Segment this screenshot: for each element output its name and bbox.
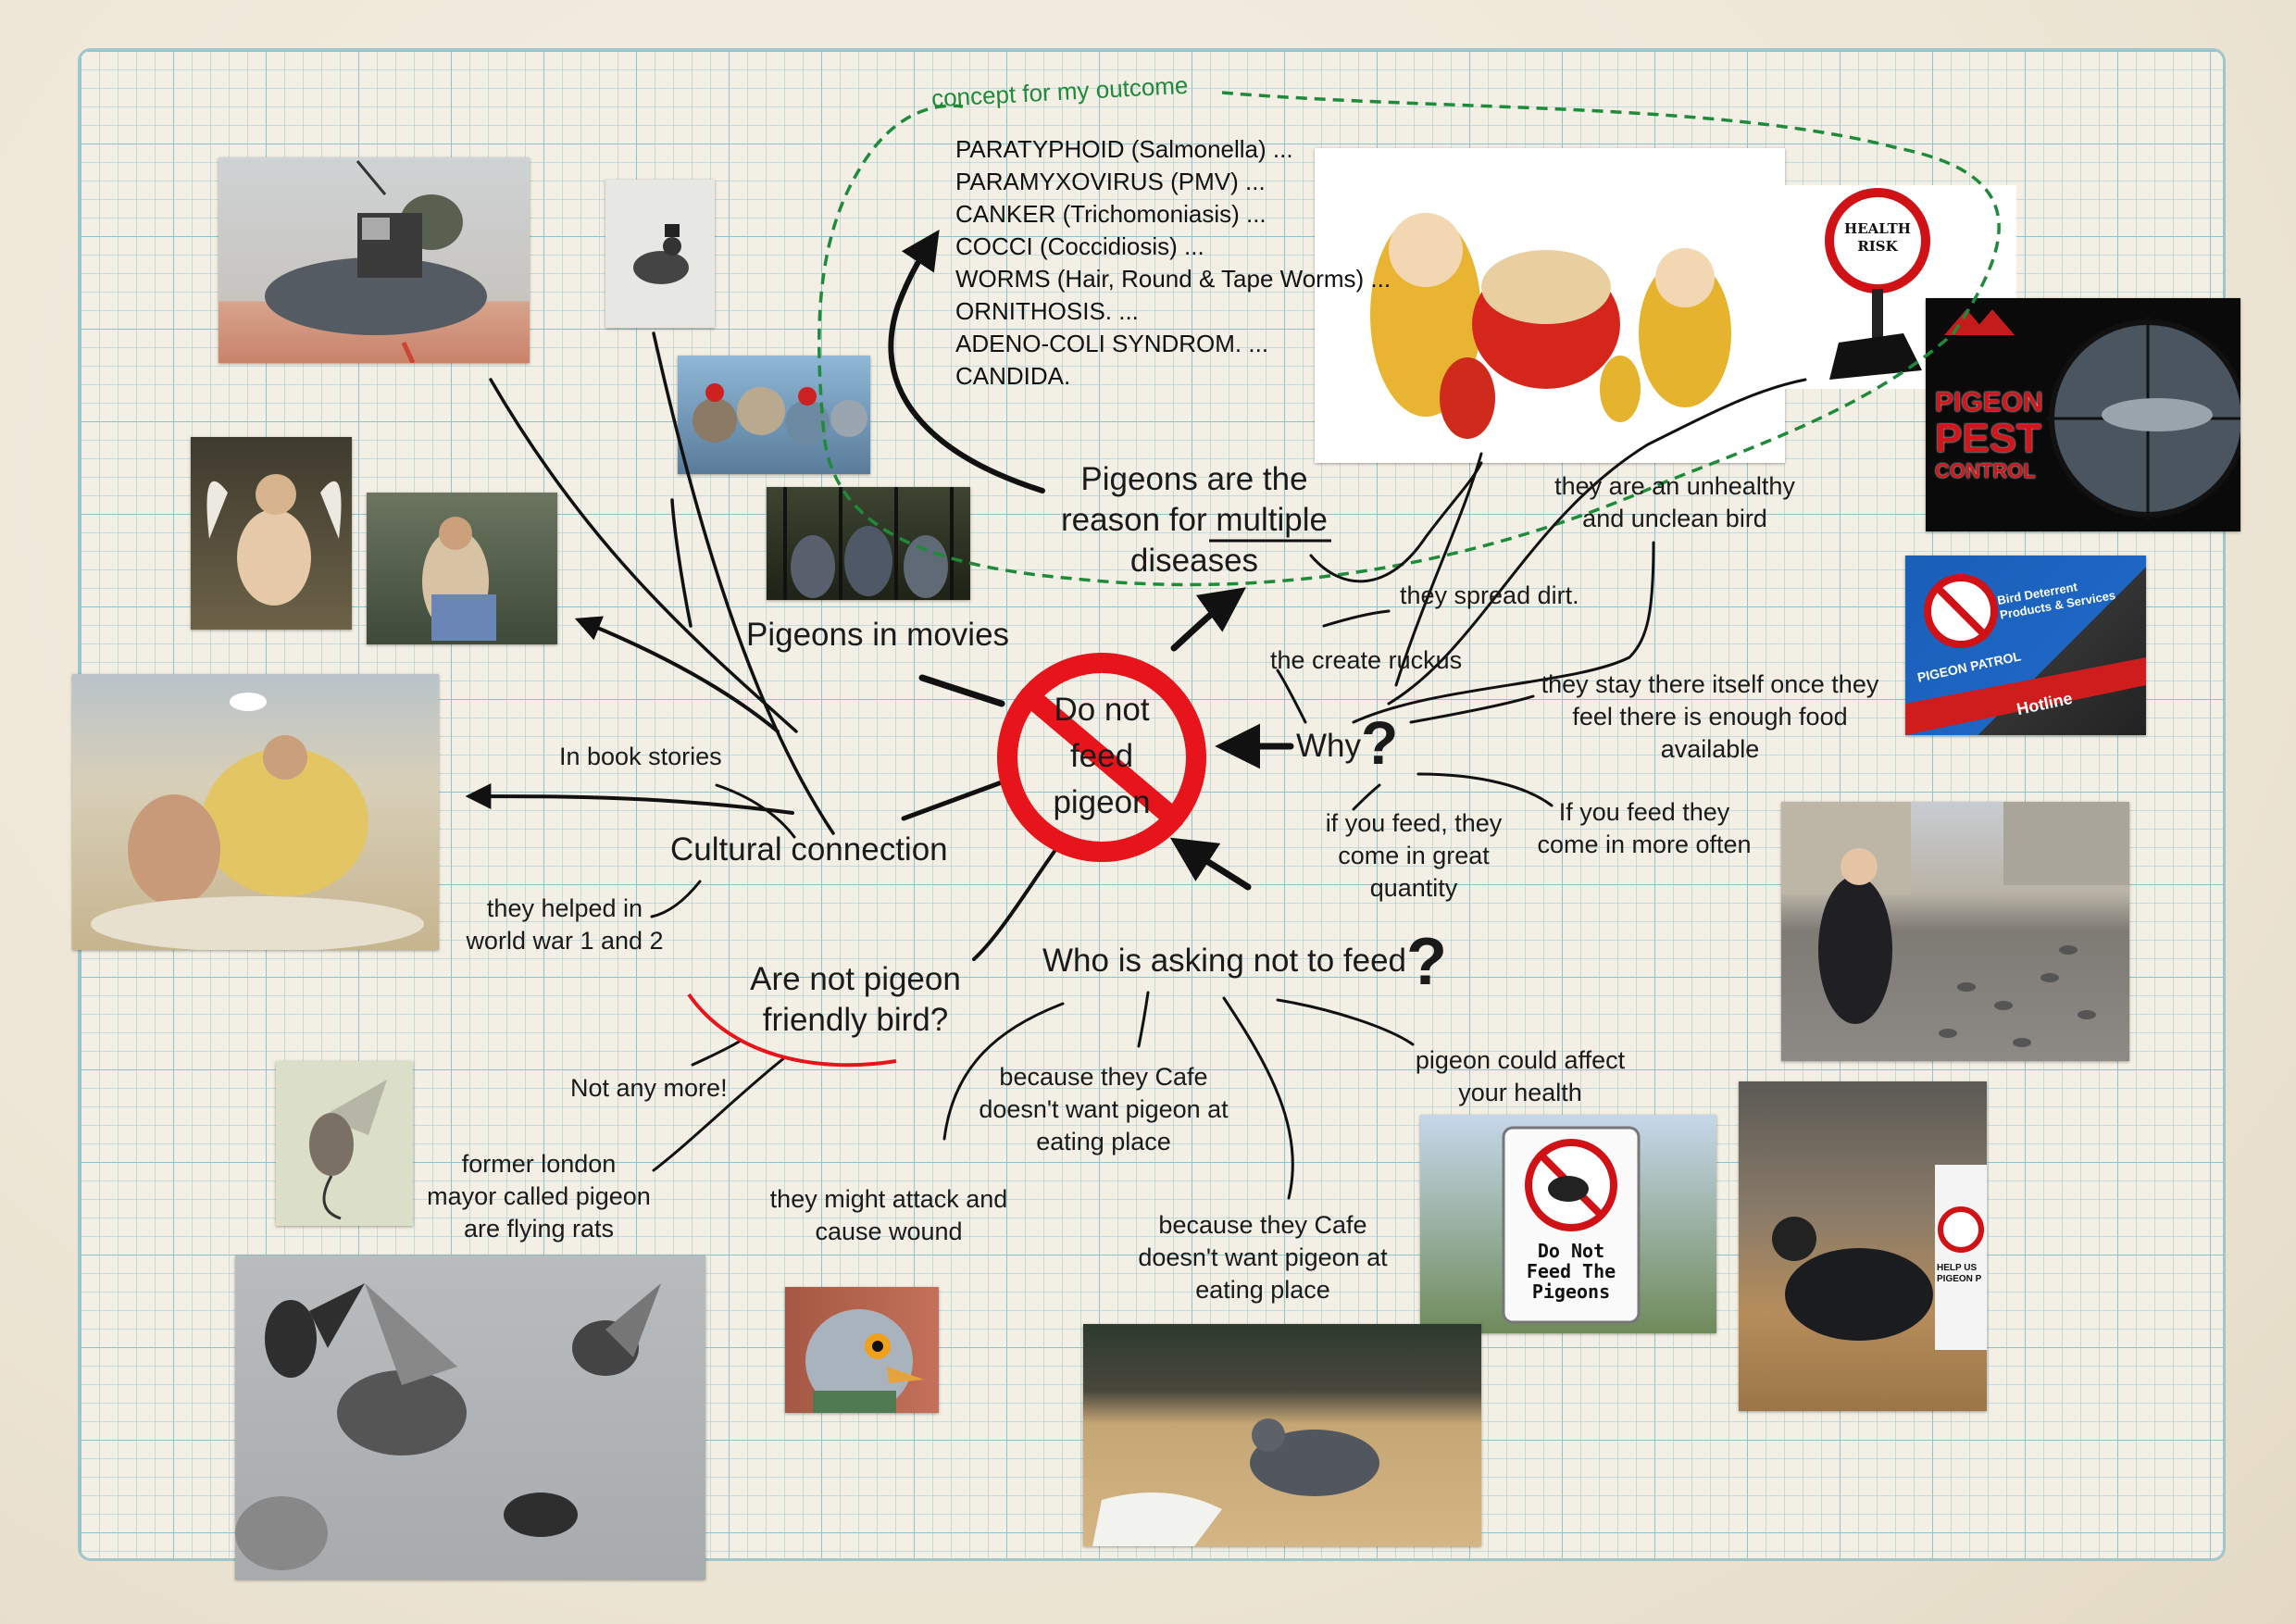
why-question-mark: ?: [1361, 708, 1398, 777]
center-line2: feed: [1009, 733, 1194, 780]
disease-item: COCCI (Coccidiosis) ...: [955, 231, 1391, 263]
quantity-line1: if you feed, they: [1309, 807, 1518, 840]
friendly-to-not-any-more-line: [693, 1041, 741, 1065]
stay-line2: feel there is enough food: [1537, 701, 1883, 733]
cultural-book: In book stories: [559, 741, 722, 773]
who-cafe1: because they Cafe doesn't want pigeon at…: [968, 1061, 1239, 1158]
war-line1: they helped in: [457, 893, 672, 925]
stay-line3: available: [1537, 733, 1883, 766]
disease-item: PARAMYXOVIRUS (PMV) ...: [955, 166, 1391, 198]
cultural-to-cartoon-line: [672, 500, 691, 626]
mayor-line2: mayor called pigeon: [420, 1181, 657, 1213]
who-label: Who is asking not to feed?: [1042, 941, 1447, 982]
disease-item: ADENO-COLI SYNDROM. ...: [955, 328, 1391, 360]
diseases-line1: Pigeons are the: [1037, 459, 1352, 500]
who-to-cafe1b-line: [1139, 993, 1148, 1046]
war-line2: world war 1 and 2: [457, 925, 672, 957]
center-to-cultural-line: [904, 780, 1009, 818]
center-line3: pigeon: [1009, 780, 1194, 826]
who-to-health-line: [1278, 1000, 1413, 1044]
often-line2: come in more often: [1531, 829, 1757, 861]
center-label: Do not feed pigeon: [1009, 687, 1194, 826]
center-line1: Do not: [1009, 687, 1194, 733]
cafe2-line2: doesn't want pigeon at: [1128, 1242, 1398, 1274]
cultural-label: Cultural connection: [670, 830, 948, 870]
why-unhealthy: they are an unhealthy and unclean bird: [1533, 470, 1816, 535]
friendly-mayor: former london mayor called pigeon are fl…: [420, 1148, 657, 1245]
friendly-line1: Are not pigeon: [728, 959, 983, 1000]
friendly-label: Are not pigeon friendly bird?: [728, 959, 983, 1041]
diseases-heading: Pigeons are the reason for multiple dise…: [1037, 459, 1352, 581]
cafe2-line3: eating place: [1128, 1274, 1398, 1306]
friendly-line2: friendly bird?: [728, 1000, 983, 1041]
cafe1-line3: eating place: [968, 1126, 1239, 1158]
why-text: Why: [1296, 728, 1361, 764]
who-health: pigeon could affect your health: [1404, 1044, 1637, 1109]
who-arrow: [1178, 843, 1248, 887]
cultural-war: they helped in world war 1 and 2: [457, 893, 672, 957]
cultural-to-fresco-arrow: [470, 796, 792, 813]
cafe1-line2: doesn't want pigeon at: [968, 1093, 1239, 1126]
disease-item: ORNITHOSIS. ...: [955, 295, 1391, 328]
unhealthy-line1: they are an unhealthy: [1533, 470, 1816, 503]
center-to-movies-line: [922, 678, 1002, 704]
disease-list: PARATYPHOID (Salmonella) ... PARAMYXOVIR…: [955, 133, 1391, 393]
stay-line1: they stay there itself once they: [1537, 668, 1883, 701]
quantity-line2: come in great: [1309, 840, 1518, 872]
cafe1-line1: because they Cafe: [968, 1061, 1239, 1093]
disease-item: CANDIDA.: [955, 360, 1391, 393]
cafe2-line1: because they Cafe: [1128, 1209, 1398, 1242]
why-dirt: they spread dirt.: [1400, 580, 1579, 612]
why-label: Why?: [1296, 722, 1398, 767]
cultural-to-armed-pigeon-line: [491, 380, 796, 731]
why-to-quantity-line: [1354, 785, 1379, 809]
movies-label: Pigeons in movies: [746, 615, 1009, 656]
who-question-mark: ?: [1406, 925, 1447, 999]
disease-item: CANKER (Trichomoniasis) ...: [955, 198, 1391, 231]
who-cafe2: because they Cafe doesn't want pigeon at…: [1128, 1209, 1398, 1306]
disease-item: PARATYPHOID (Salmonella) ...: [955, 133, 1391, 166]
friendly-not-any-more: Not any more!: [570, 1072, 728, 1105]
disease-item: WORMS (Hair, Round & Tape Worms) ...: [955, 263, 1391, 295]
diseases-line2: reason for multiple: [1037, 500, 1352, 541]
health-line1: pigeon could affect: [1404, 1044, 1637, 1077]
who-attack: they might attack and cause wound: [761, 1183, 1017, 1248]
mayor-line1: former london: [420, 1148, 657, 1181]
center-to-diseases-arrow: [1174, 593, 1239, 648]
who-text: Who is asking not to feed: [1042, 943, 1406, 979]
unhealthy-line2: and unclean bird: [1533, 503, 1816, 535]
why-often: If you feed they come in more often: [1531, 796, 1757, 861]
mayor-line3: are flying rats: [420, 1213, 657, 1245]
why-stay: they stay there itself once they feel th…: [1537, 668, 1883, 766]
why-quantity: if you feed, they come in great quantity: [1309, 807, 1518, 905]
health-line2: your health: [1404, 1077, 1637, 1109]
diseases-line3: diseases: [1037, 541, 1352, 581]
why-ruckus: the create ruckus: [1270, 644, 1462, 677]
attack-line1: they might attack and: [761, 1183, 1017, 1216]
often-line1: If you feed they: [1531, 796, 1757, 829]
why-to-ruckus-line: [1278, 670, 1305, 722]
attack-line2: cause wound: [761, 1216, 1017, 1248]
why-to-dirt-line: [1324, 611, 1389, 626]
quantity-line3: quantity: [1309, 872, 1518, 905]
